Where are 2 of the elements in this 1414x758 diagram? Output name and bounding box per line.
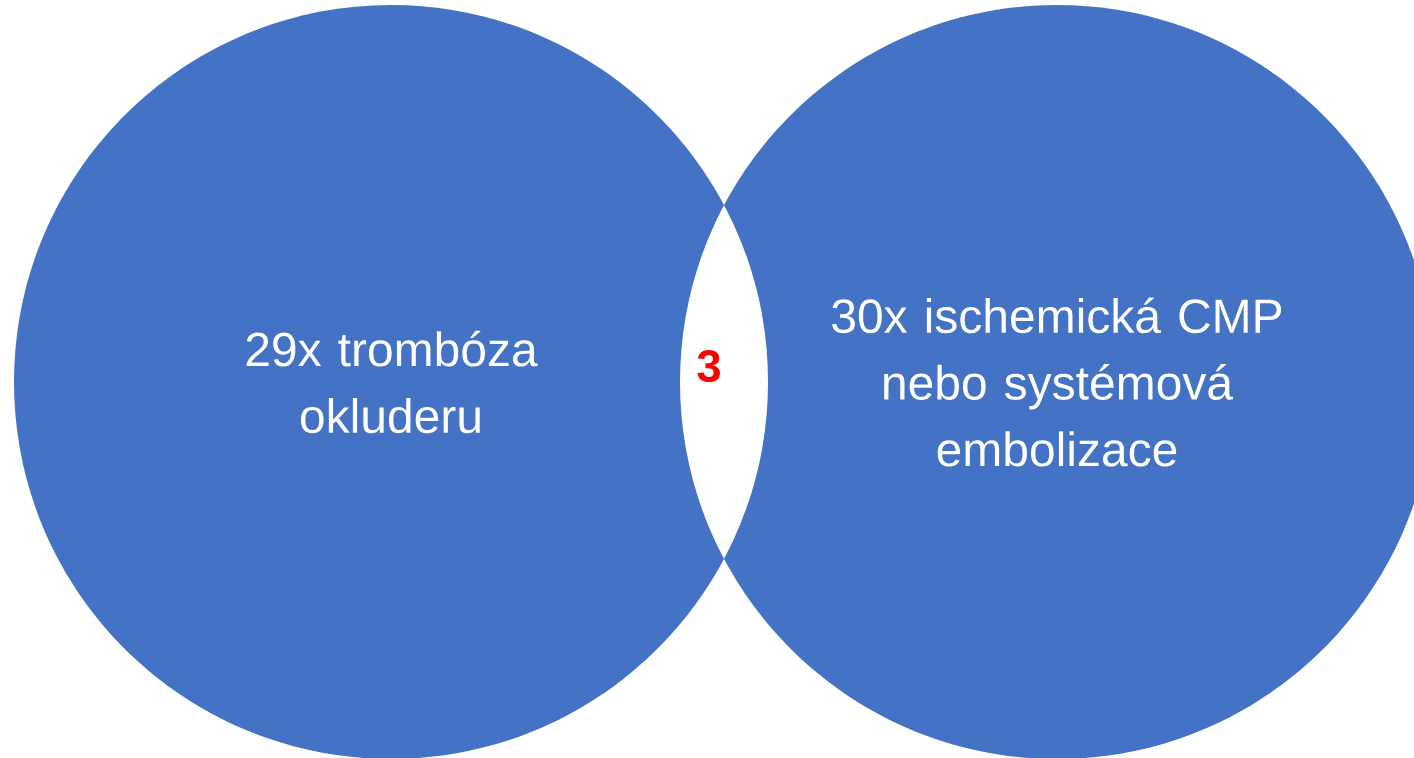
count-label: 3 [697, 349, 720, 383]
node-label: 30x ischemická CMP nebo systémová embolizace [832, 297, 1282, 467]
